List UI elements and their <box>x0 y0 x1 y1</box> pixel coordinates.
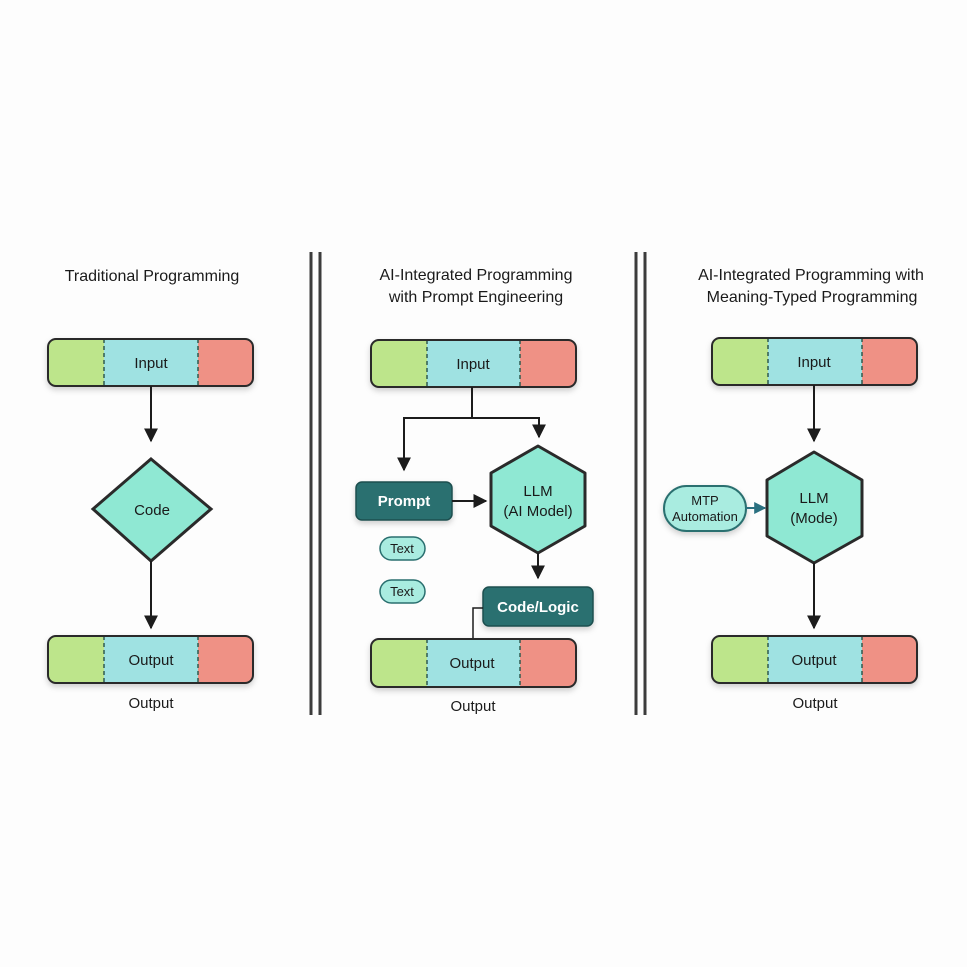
panel-title-line-2: Meaning-Typed Programming <box>707 289 918 306</box>
panel-meaning-typed-programming: AI-Integrated Programming with Meaning-T… <box>663 267 924 712</box>
llm-label-line-1: LLM <box>523 483 552 500</box>
input-segment-cyan <box>104 339 198 386</box>
llm-label-line-2: (AI Model) <box>503 503 572 520</box>
output-box <box>370 638 577 688</box>
input-segment-red <box>198 339 253 386</box>
mtp-label-line-1: MTP <box>691 493 718 508</box>
code-label: Code <box>134 502 170 519</box>
text-pill-label: Text <box>390 584 414 599</box>
input-box <box>711 337 918 386</box>
code-logic-box <box>482 586 594 627</box>
output-caption: Output <box>450 698 496 715</box>
output-box <box>47 635 254 684</box>
llm-label-line-2: (Mode) <box>790 510 838 527</box>
output-label: Output <box>128 652 174 669</box>
code-logic-label: Code/Logic <box>497 599 579 616</box>
output-label: Output <box>449 655 495 672</box>
input-label: Input <box>456 356 490 373</box>
input-label: Input <box>797 354 831 371</box>
output-box <box>711 635 918 684</box>
separator-2 <box>634 252 647 715</box>
input-box <box>47 338 254 387</box>
connector-code-logic-to-output <box>472 607 483 640</box>
llm-hexagon <box>765 450 864 565</box>
arrow-input-to-llm <box>472 417 546 439</box>
input-segment-green <box>48 339 104 386</box>
panel-title-line-2: with Prompt Engineering <box>388 289 563 306</box>
arrow-input-to-prompt <box>397 387 473 472</box>
output-label: Output <box>791 652 837 669</box>
llm-label-line-1: LLM <box>799 490 828 507</box>
panel-title-line-1: AI-Integrated Programming <box>380 267 573 284</box>
text-pill <box>379 536 426 561</box>
input-box <box>370 339 577 388</box>
mtp-label-line-2: Automation <box>672 509 738 524</box>
panel-traditional-programming: Traditional Programming Input Code <box>47 268 254 712</box>
text-pill-label: Text <box>390 541 414 556</box>
text-pill <box>379 579 426 604</box>
panel-title: Traditional Programming <box>65 268 240 285</box>
output-caption: Output <box>128 695 174 712</box>
input-label: Input <box>134 355 168 372</box>
panel-title-line-1: AI-Integrated Programming with <box>698 267 924 284</box>
output-caption: Output <box>792 695 838 712</box>
separator-1 <box>309 252 322 715</box>
prompt-label: Prompt <box>378 493 431 510</box>
panel-prompt-engineering: AI-Integrated Programming with Prompt En… <box>355 267 594 715</box>
